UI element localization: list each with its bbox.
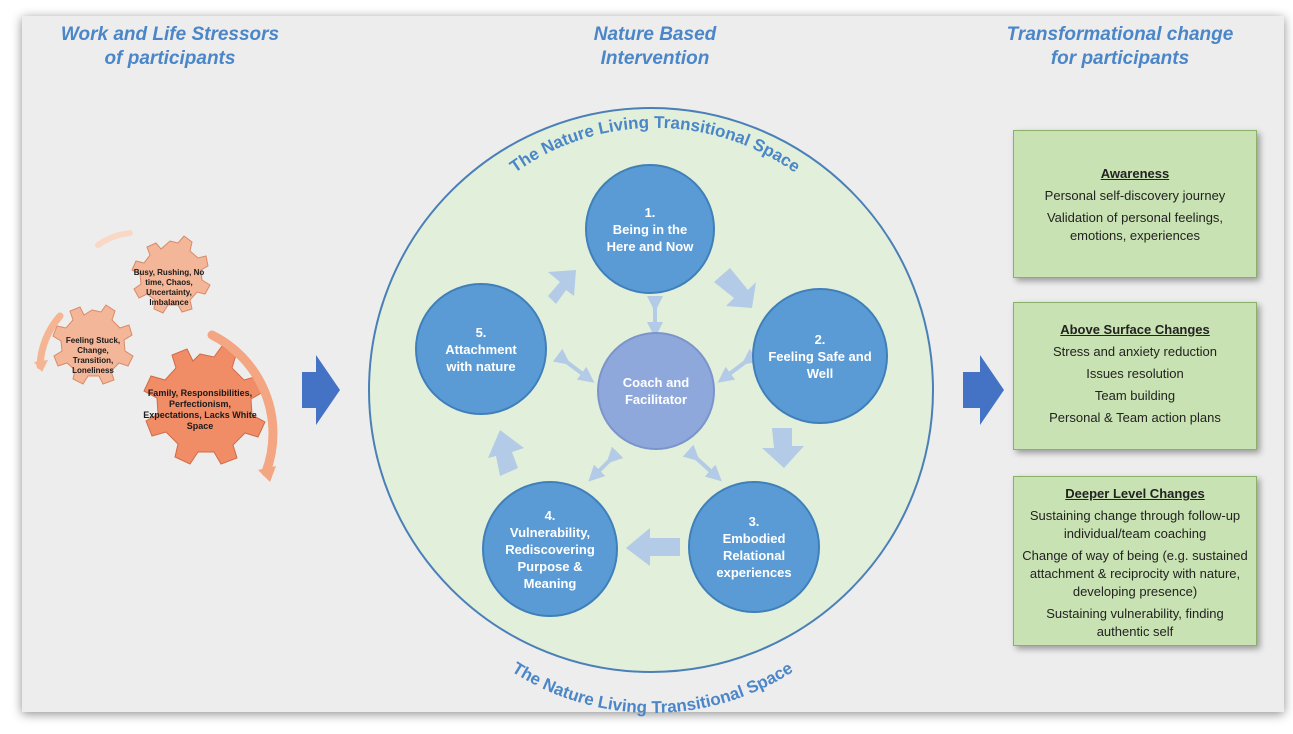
cycle-arrow-2-3 xyxy=(762,428,804,468)
stressor-family: Family, Responsibilities, Perfectionism,… xyxy=(143,388,257,431)
cycle-node-label: Attachment with nature xyxy=(445,341,517,374)
cycle-center-coach: Coach and Facilitator xyxy=(597,332,715,450)
cycle-node-number: 3. xyxy=(748,514,760,529)
spoke-arrow-3 xyxy=(682,444,722,482)
cycle-node-label: Being in the Here and Now xyxy=(606,221,694,254)
cycle-node-1: 1. Being in the Here and Now xyxy=(585,164,715,294)
gear-arc-right-head xyxy=(258,466,276,482)
outcome-item: Sustaining change through follow-up indi… xyxy=(1029,508,1241,541)
gear-arc-top xyxy=(95,230,133,248)
spoke-arrow-4 xyxy=(588,446,624,482)
cycle-node-label: Vulnerability, Rediscovering Purpose & M… xyxy=(505,524,595,591)
cycle-arrow-1-2 xyxy=(714,268,756,308)
outcome-item: Change of way of being (e.g. sustained a… xyxy=(1022,548,1248,599)
cycle-node-5: 5. Attachment with nature xyxy=(415,283,547,415)
cycle-node-3: 3. Embodied Relational experiences xyxy=(688,481,820,613)
outcome-item: Team building xyxy=(1094,388,1176,403)
output-arrow xyxy=(963,355,1004,425)
cycle-arrows xyxy=(488,268,804,566)
outcome-box-above-surface: Above Surface Changes Stress and anxiety… xyxy=(1013,302,1257,450)
cycle-node-4: 4. Vulnerability, Rediscovering Purpose … xyxy=(482,481,618,617)
gear-family-icon xyxy=(143,345,266,465)
stressor-busy: Busy, Rushing, No time, Chaos, Uncertain… xyxy=(133,268,205,307)
outcome-title: Above Surface Changes xyxy=(1060,322,1210,337)
outcome-box-awareness: Awareness Personal self-discovery journe… xyxy=(1013,130,1257,278)
cycle-node-2: 2. Feeling Safe and Well xyxy=(752,288,888,424)
spoke-arrow-5 xyxy=(552,348,595,383)
outcome-box-deeper-level: Deeper Level Changes Sustaining change t… xyxy=(1013,476,1257,646)
outcome-item: Personal self-discovery journey xyxy=(1044,188,1226,203)
cycle-arrow-3-4 xyxy=(626,528,680,566)
spoke-arrow-2 xyxy=(717,348,760,383)
cycle-node-label: Feeling Safe and Well xyxy=(768,348,872,381)
spoke-arrows xyxy=(552,296,760,482)
cycle-node-number: 5. xyxy=(475,324,487,340)
cycle-arrow-5-1 xyxy=(548,270,576,304)
gear-arc-right xyxy=(207,330,278,477)
outcome-item: Personal & Team action plans xyxy=(1049,410,1221,425)
gear-cycle-arrows xyxy=(34,230,278,482)
cycle-node-number: 1. xyxy=(644,204,656,220)
cycle-arrow-4-5 xyxy=(488,430,524,476)
cycle-center-label: Coach and Facilitator xyxy=(622,375,690,407)
outcome-item: Validation of personal feelings, emotion… xyxy=(1046,210,1224,243)
gear-arc-left-head xyxy=(34,360,48,372)
gear-stuck-icon xyxy=(52,304,134,385)
outcome-item: Stress and anxiety reduction xyxy=(1052,344,1218,359)
cycle-node-number: 4. xyxy=(544,507,556,523)
outcome-item: Sustaining vulnerability, finding authen… xyxy=(1046,606,1224,639)
input-arrow xyxy=(302,355,340,425)
outcome-item: Issues resolution xyxy=(1086,366,1184,381)
stressor-gears xyxy=(52,235,266,465)
stressor-stuck: Feeling Stuck, Change, Transition, Lonel… xyxy=(65,336,121,375)
outcome-title: Awareness xyxy=(1100,166,1170,181)
cycle-node-number: 2. xyxy=(814,331,826,347)
outcome-title: Deeper Level Changes xyxy=(1065,486,1205,501)
cycle-node-label: Embodied Relational experiences xyxy=(716,531,792,580)
gear-busy-icon xyxy=(131,235,211,314)
